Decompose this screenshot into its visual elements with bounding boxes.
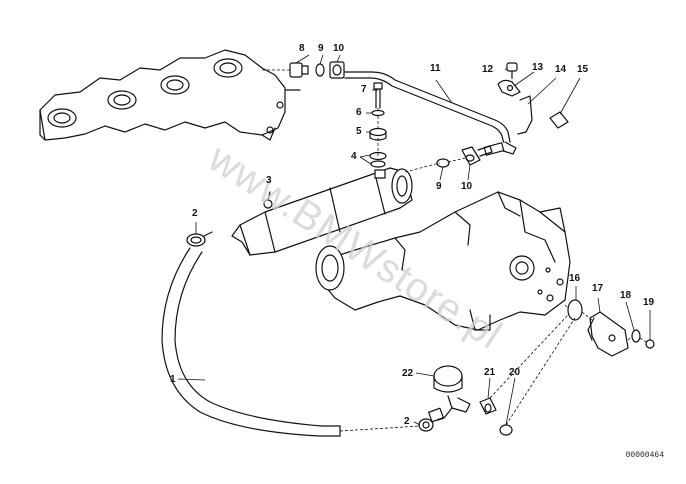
connector-lines: [262, 69, 647, 432]
callout-1: 1: [170, 374, 176, 385]
bolt-stack: [369, 82, 387, 168]
washer-18: [631, 329, 641, 343]
exhaust-manifold: [39, 49, 301, 141]
callout-6: 6: [356, 107, 362, 118]
valve-17: [587, 311, 629, 357]
cylinder-assembly: [231, 167, 413, 256]
callout-12: 12: [482, 64, 494, 75]
callout-19: 19: [643, 297, 655, 308]
callout-9b: 9: [436, 181, 442, 192]
washer-20: [499, 424, 513, 436]
fitting-group-mid: [436, 145, 493, 168]
callout-11: 11: [430, 63, 441, 74]
callout-13: 13: [532, 62, 544, 73]
clamp-2-bottom: [418, 418, 434, 432]
valve-22: [428, 365, 471, 423]
fitting-group-top: [289, 61, 345, 79]
callout-8: 8: [299, 43, 305, 54]
callout-16: 16: [569, 273, 581, 284]
callout-5: 5: [356, 126, 362, 137]
clamp-2-top: [186, 231, 213, 247]
nut-19: [645, 339, 655, 349]
hose-1: [161, 247, 341, 437]
callout-2b: 2: [404, 416, 410, 427]
callout-9a: 9: [318, 43, 324, 54]
callout-14: 14: [555, 64, 567, 75]
callout-10b: 10: [461, 181, 473, 192]
intake-manifold: [315, 191, 571, 331]
callout-21: 21: [484, 367, 496, 378]
callout-10a: 10: [333, 43, 345, 54]
callout-18: 18: [620, 290, 632, 301]
part-number: 00000464: [625, 451, 664, 460]
fitting-21: [479, 397, 497, 415]
callout-4: 4: [351, 151, 357, 162]
callout-15: 15: [577, 64, 589, 75]
callout-2a: 2: [192, 208, 198, 219]
callout-22: 22: [402, 368, 414, 379]
leader-lines: [177, 54, 651, 426]
callout-3: 3: [266, 175, 272, 186]
callout-20: 20: [509, 367, 521, 378]
pipe-11: [344, 71, 517, 156]
gasket-16: [567, 299, 583, 321]
callout-17: 17: [592, 283, 604, 294]
callout-7: 7: [361, 84, 367, 95]
